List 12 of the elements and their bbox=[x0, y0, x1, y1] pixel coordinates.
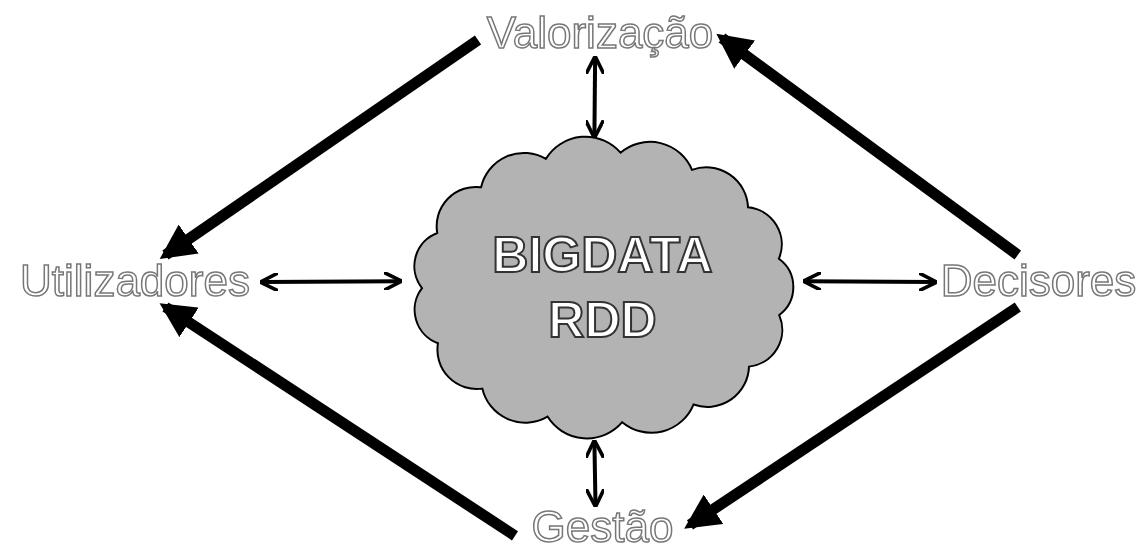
arrow bbox=[684, 302, 1021, 530]
cloud-label: BIGDATA RDD bbox=[491, 225, 714, 350]
node-label: Decisores bbox=[940, 259, 1137, 303]
arrow bbox=[258, 270, 404, 293]
arrow bbox=[159, 302, 518, 541]
arrow bbox=[583, 54, 606, 140]
node-label: Utilizadores bbox=[20, 259, 250, 303]
arrow bbox=[716, 33, 1022, 260]
arrow bbox=[801, 270, 939, 293]
node-label: Gestão bbox=[531, 505, 674, 549]
arrow bbox=[159, 35, 482, 260]
arrow bbox=[583, 438, 606, 509]
